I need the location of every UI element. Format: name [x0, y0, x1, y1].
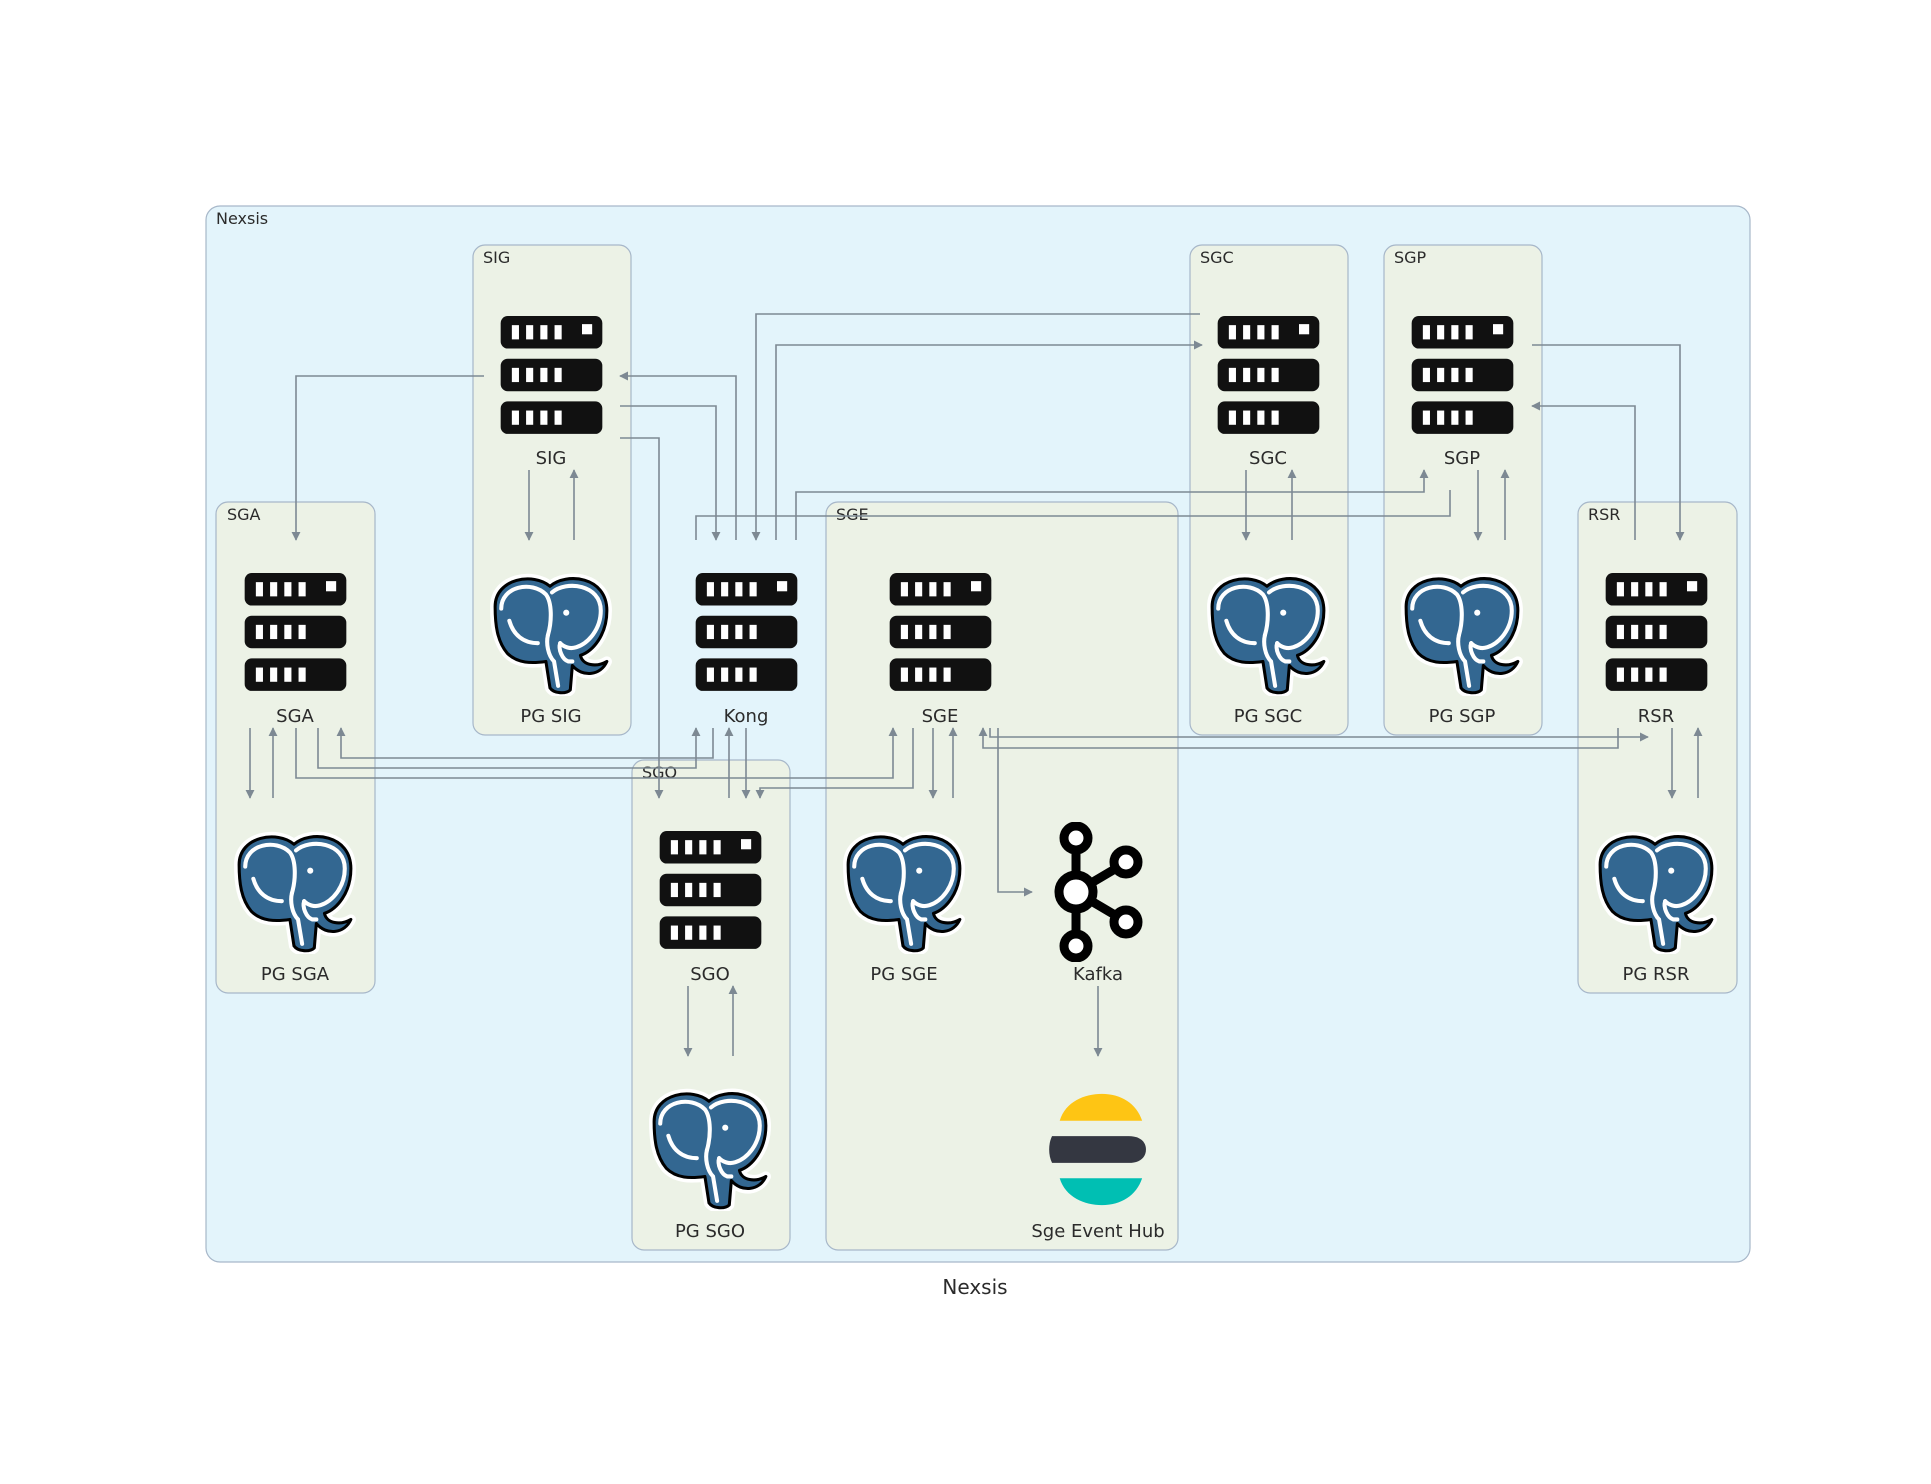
server-icon — [695, 573, 798, 691]
node-sge[interactable]: SGE — [889, 573, 992, 727]
edge-sgp-to-kong — [695, 490, 1451, 540]
node-pg-sgc-label: PG SGC — [1234, 706, 1302, 727]
node-sgc-label: SGC — [1249, 448, 1287, 469]
node-rsr-label: RSR — [1638, 706, 1674, 727]
node-sig[interactable]: SIG — [500, 316, 603, 469]
node-sgp[interactable]: SGP — [1411, 316, 1514, 469]
diagram-caption: Nexsis — [942, 1275, 1007, 1299]
server-icon — [500, 316, 603, 434]
edge-sig-to-sga — [291, 375, 484, 541]
node-event-hub[interactable]: Sge Event Hub — [1031, 1093, 1165, 1242]
edge-sge-to-rsr — [989, 728, 1649, 742]
node-pg-sgo-label: PG SGO — [675, 1221, 745, 1242]
edge-kong-to-sgc — [775, 340, 1203, 540]
node-pg-sge-label: PG SGE — [870, 964, 937, 985]
node-pg-rsr-label: PG RSR — [1623, 964, 1690, 985]
node-pg-sga[interactable]: PG SGA — [239, 837, 351, 985]
edge-kong-to-sig — [619, 371, 737, 540]
node-sgo-label: SGO — [690, 964, 730, 985]
server-icon — [659, 831, 762, 949]
cluster-sgp-label: SGP — [1394, 248, 1427, 267]
node-sga-label: SGA — [276, 706, 314, 727]
edge-sga-to-kong — [317, 727, 701, 769]
node-sge-label: SGE — [922, 706, 959, 727]
cluster-sig-label: SIG — [483, 248, 510, 267]
cluster-nexsis-label: Nexsis — [216, 209, 268, 228]
edge-sgp-to-rsr — [1532, 344, 1685, 541]
node-pg-sge[interactable]: PG SGE — [848, 837, 960, 985]
server-icon — [1605, 573, 1708, 691]
node-kong[interactable]: Kong — [695, 573, 798, 727]
node-pg-sgc[interactable]: PG SGC — [1212, 579, 1324, 727]
cluster-sgc-label: SGC — [1200, 248, 1234, 267]
node-event-hub-label: Sge Event Hub — [1031, 1221, 1164, 1242]
edge-rsr-to-sgp — [1531, 401, 1636, 540]
edge-kong-to-sga — [336, 727, 714, 759]
node-pg-sgo[interactable]: PG SGO — [654, 1094, 766, 1242]
edge-sge-to-kafka — [997, 728, 1033, 897]
node-pg-sgp[interactable]: PG SGP — [1406, 579, 1518, 727]
edge-sga-to-sge — [295, 727, 898, 779]
edge-sge-to-sgo — [755, 728, 914, 799]
node-pg-rsr[interactable]: PG RSR — [1600, 837, 1712, 985]
edge-kong-to-sgp — [795, 469, 1429, 540]
edge-rsr-to-sge — [978, 727, 1619, 749]
node-sgo[interactable]: SGO — [659, 831, 762, 985]
cluster-rsr-label: RSR — [1588, 505, 1620, 524]
server-icon — [889, 573, 992, 691]
edge-sig-to-kong — [620, 405, 721, 541]
node-kafka[interactable]: Kafka — [1059, 826, 1138, 985]
node-sga[interactable]: SGA — [244, 573, 347, 727]
node-pg-sig[interactable]: PG SIG — [495, 579, 607, 727]
edges — [245, 313, 1703, 1057]
node-kong-label: Kong — [724, 706, 769, 727]
node-pg-sig-label: PG SIG — [520, 706, 581, 727]
cluster-sge-label: SGE — [836, 505, 869, 524]
node-pg-sgp-label: PG SGP — [1429, 706, 1496, 727]
server-icon — [1411, 316, 1514, 434]
server-icon — [1217, 316, 1320, 434]
edge-sig-to-sgo — [620, 437, 664, 799]
node-pg-sga-label: PG SGA — [261, 964, 330, 985]
node-sgp-label: SGP — [1444, 448, 1480, 469]
server-icon — [244, 573, 347, 691]
node-sgc[interactable]: SGC — [1217, 316, 1320, 469]
node-sig-label: SIG — [536, 448, 567, 469]
edge-sgc-to-kong — [751, 313, 1200, 541]
node-kafka-label: Kafka — [1073, 964, 1123, 985]
cluster-sga-label: SGA — [227, 505, 261, 524]
node-rsr[interactable]: RSR — [1605, 573, 1708, 727]
